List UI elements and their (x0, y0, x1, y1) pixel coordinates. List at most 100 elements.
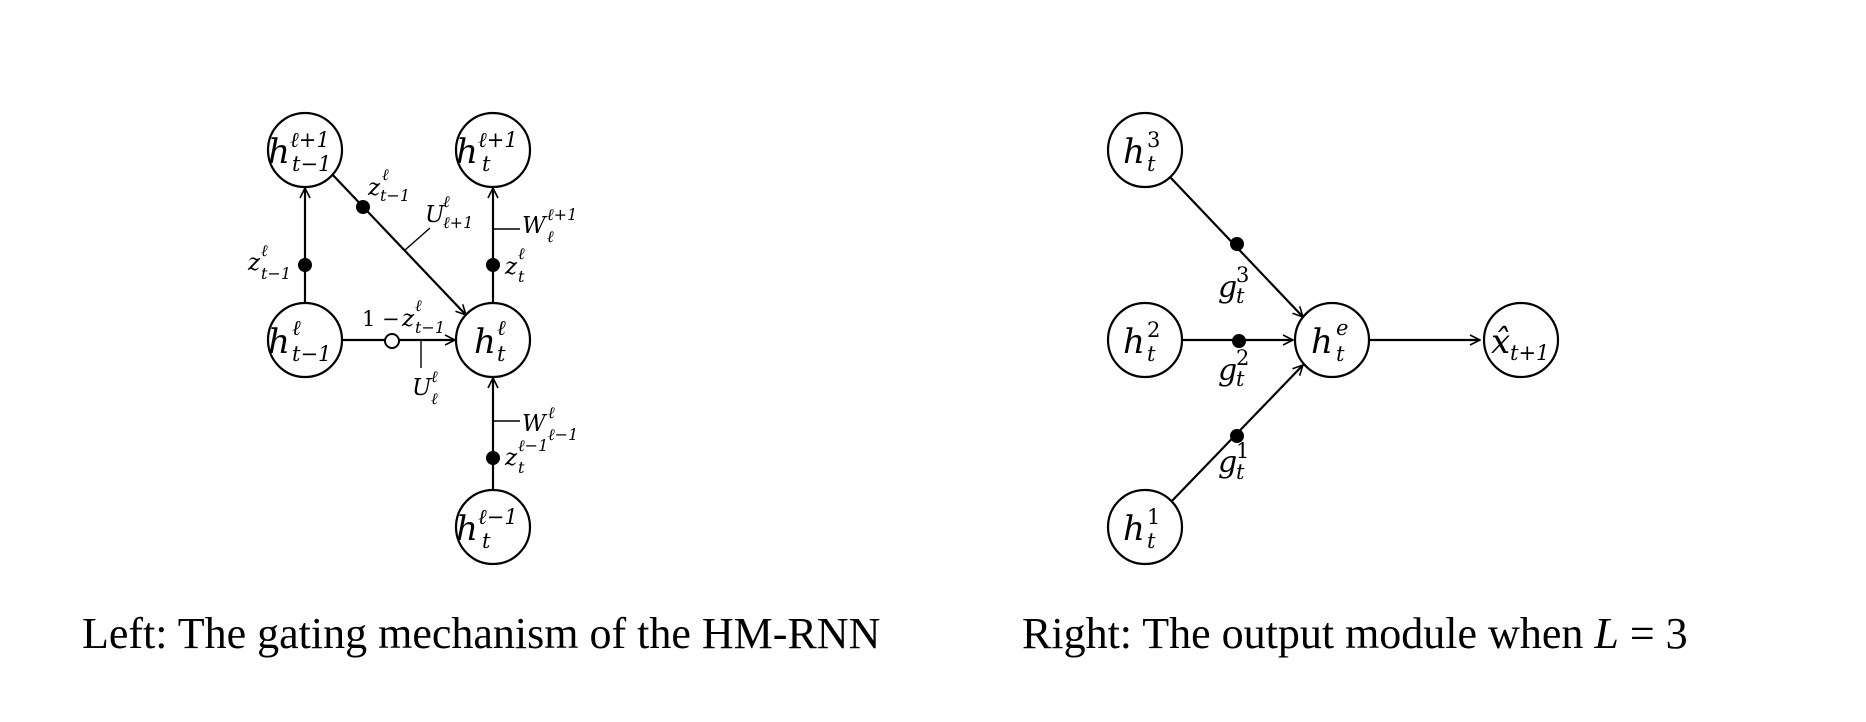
label-z-top-edge: z ℓ t−1 (367, 165, 410, 205)
caption-right-prefix: Right: The output module when (1022, 609, 1594, 658)
svg-text:g: g (1218, 445, 1237, 480)
caption-right-eq: = 3 (1619, 609, 1688, 658)
node-h-prev-up: h ℓ+1 t−1 (266, 111, 344, 189)
svg-text:2: 2 (1147, 318, 1160, 342)
svg-text:t: t (1336, 342, 1345, 366)
gate-dot (1230, 429, 1244, 443)
caption-right-var: L (1593, 609, 1618, 658)
edge-prev-up-to-cur (329, 171, 466, 315)
svg-text:t−1: t−1 (292, 152, 331, 176)
svg-text:h: h (1311, 322, 1333, 362)
svg-text:t: t (1236, 460, 1245, 484)
svg-text:ℓ+1: ℓ+1 (478, 128, 518, 152)
svg-text:t: t (1147, 152, 1156, 176)
label-w-down: W ℓ ℓ−1 (522, 403, 578, 444)
svg-text:t: t (1147, 529, 1156, 553)
svg-text:t−1: t−1 (380, 186, 410, 205)
node-h-prev: h ℓ t−1 (266, 301, 344, 379)
svg-text:ℓ: ℓ (261, 241, 268, 260)
node-h3: h 3 t (1106, 111, 1184, 189)
svg-text:t: t (518, 267, 525, 286)
gate-dot (1232, 334, 1246, 348)
svg-text:ℓ: ℓ (415, 296, 422, 315)
svg-text:t: t (1236, 284, 1245, 308)
gate-dot (1230, 237, 1244, 251)
svg-text:W: W (522, 411, 548, 437)
svg-text:ℓ+1: ℓ+1 (290, 128, 330, 152)
caption-left: Left: The gating mechanism of the HM-RNN (82, 609, 880, 658)
svg-text:3: 3 (1236, 263, 1249, 287)
svg-text:z: z (247, 250, 261, 276)
svg-text:t+1: t+1 (1510, 341, 1549, 365)
svg-text:ℓ−1: ℓ−1 (518, 436, 548, 455)
svg-text:z: z (367, 175, 381, 201)
label-g1: g 1 t (1218, 439, 1249, 484)
svg-text:z: z (504, 445, 518, 471)
label-g2: g 2 t (1218, 346, 1249, 391)
gate-dot (486, 258, 500, 272)
svg-text:e: e (1336, 316, 1348, 340)
label-one-minus-z: 1 − z ℓ t−1 (362, 296, 445, 337)
label-u-horiz: U ℓ ℓ (412, 367, 438, 408)
svg-text:ℓ: ℓ (431, 367, 438, 386)
svg-text:1 −: 1 − (362, 307, 400, 331)
svg-text:x̂: x̂ (1491, 322, 1510, 362)
label-z-down: z ℓ−1 t (504, 436, 548, 477)
gate-dot (356, 200, 370, 214)
svg-text:h: h (268, 132, 290, 172)
svg-text:h: h (1123, 132, 1145, 172)
svg-text:1: 1 (1236, 439, 1249, 463)
svg-text:h: h (474, 322, 496, 362)
svg-text:ℓ+1: ℓ+1 (443, 213, 473, 232)
node-h1: h 1 t (1106, 488, 1184, 566)
svg-text:ℓ−1: ℓ−1 (478, 505, 518, 529)
node-h2: h 2 t (1106, 301, 1184, 379)
right-diagram: h 3 t h 2 t h 1 t h e t x̂ t+1 g (1106, 111, 1560, 566)
label-w-up: W ℓ+1 ℓ (522, 205, 577, 246)
left-diagram: h ℓ+1 t−1 h ℓ+1 t h ℓ t−1 h ℓ t h ℓ−1 t (247, 111, 578, 566)
svg-text:g: g (1218, 270, 1237, 305)
gate-dot (298, 258, 312, 272)
svg-text:h: h (456, 509, 478, 549)
svg-text:ℓ+1: ℓ+1 (547, 205, 577, 224)
label-g3: g 3 t (1218, 263, 1249, 308)
svg-text:t−1: t−1 (261, 264, 291, 283)
svg-text:h: h (456, 132, 478, 172)
caption-right: Right: The output module when L = 3 (1022, 609, 1688, 658)
label-z-cur-up: z ℓ t (504, 244, 525, 286)
svg-text:2: 2 (1236, 346, 1249, 370)
svg-text:z: z (504, 254, 518, 280)
svg-text:h: h (1123, 509, 1145, 549)
svg-text:ℓ: ℓ (547, 227, 554, 246)
svg-text:t: t (1147, 342, 1156, 366)
svg-text:t: t (1236, 367, 1245, 391)
svg-text:g: g (1218, 353, 1237, 388)
svg-text:ℓ: ℓ (431, 389, 438, 408)
u-top-tick (404, 227, 431, 251)
svg-text:h: h (1123, 322, 1145, 362)
svg-text:ℓ: ℓ (292, 316, 301, 340)
node-he: h e t (1293, 301, 1371, 379)
svg-text:h: h (268, 322, 290, 362)
node-h-down: h ℓ−1 t (454, 488, 532, 566)
node-h-cur: h ℓ t (454, 301, 532, 379)
svg-text:ℓ−1: ℓ−1 (548, 425, 578, 444)
label-z-left-vert: z ℓ t−1 (247, 241, 291, 283)
svg-text:t: t (482, 152, 491, 176)
svg-text:t: t (497, 342, 506, 366)
svg-text:ℓ: ℓ (443, 192, 450, 211)
svg-text:1: 1 (1147, 505, 1160, 529)
svg-text:W: W (522, 213, 548, 239)
node-h-up: h ℓ+1 t (454, 111, 532, 189)
gate-open-dot (384, 333, 400, 349)
label-u-top-edge: U ℓ ℓ+1 (425, 192, 473, 232)
svg-text:3: 3 (1147, 128, 1160, 152)
svg-text:t−1: t−1 (292, 342, 331, 366)
svg-text:ℓ: ℓ (382, 165, 389, 184)
svg-text:U: U (425, 202, 446, 228)
svg-text:ℓ: ℓ (497, 316, 506, 340)
svg-text:ℓ: ℓ (518, 244, 525, 263)
svg-text:t: t (482, 529, 491, 553)
svg-text:z: z (401, 306, 415, 332)
